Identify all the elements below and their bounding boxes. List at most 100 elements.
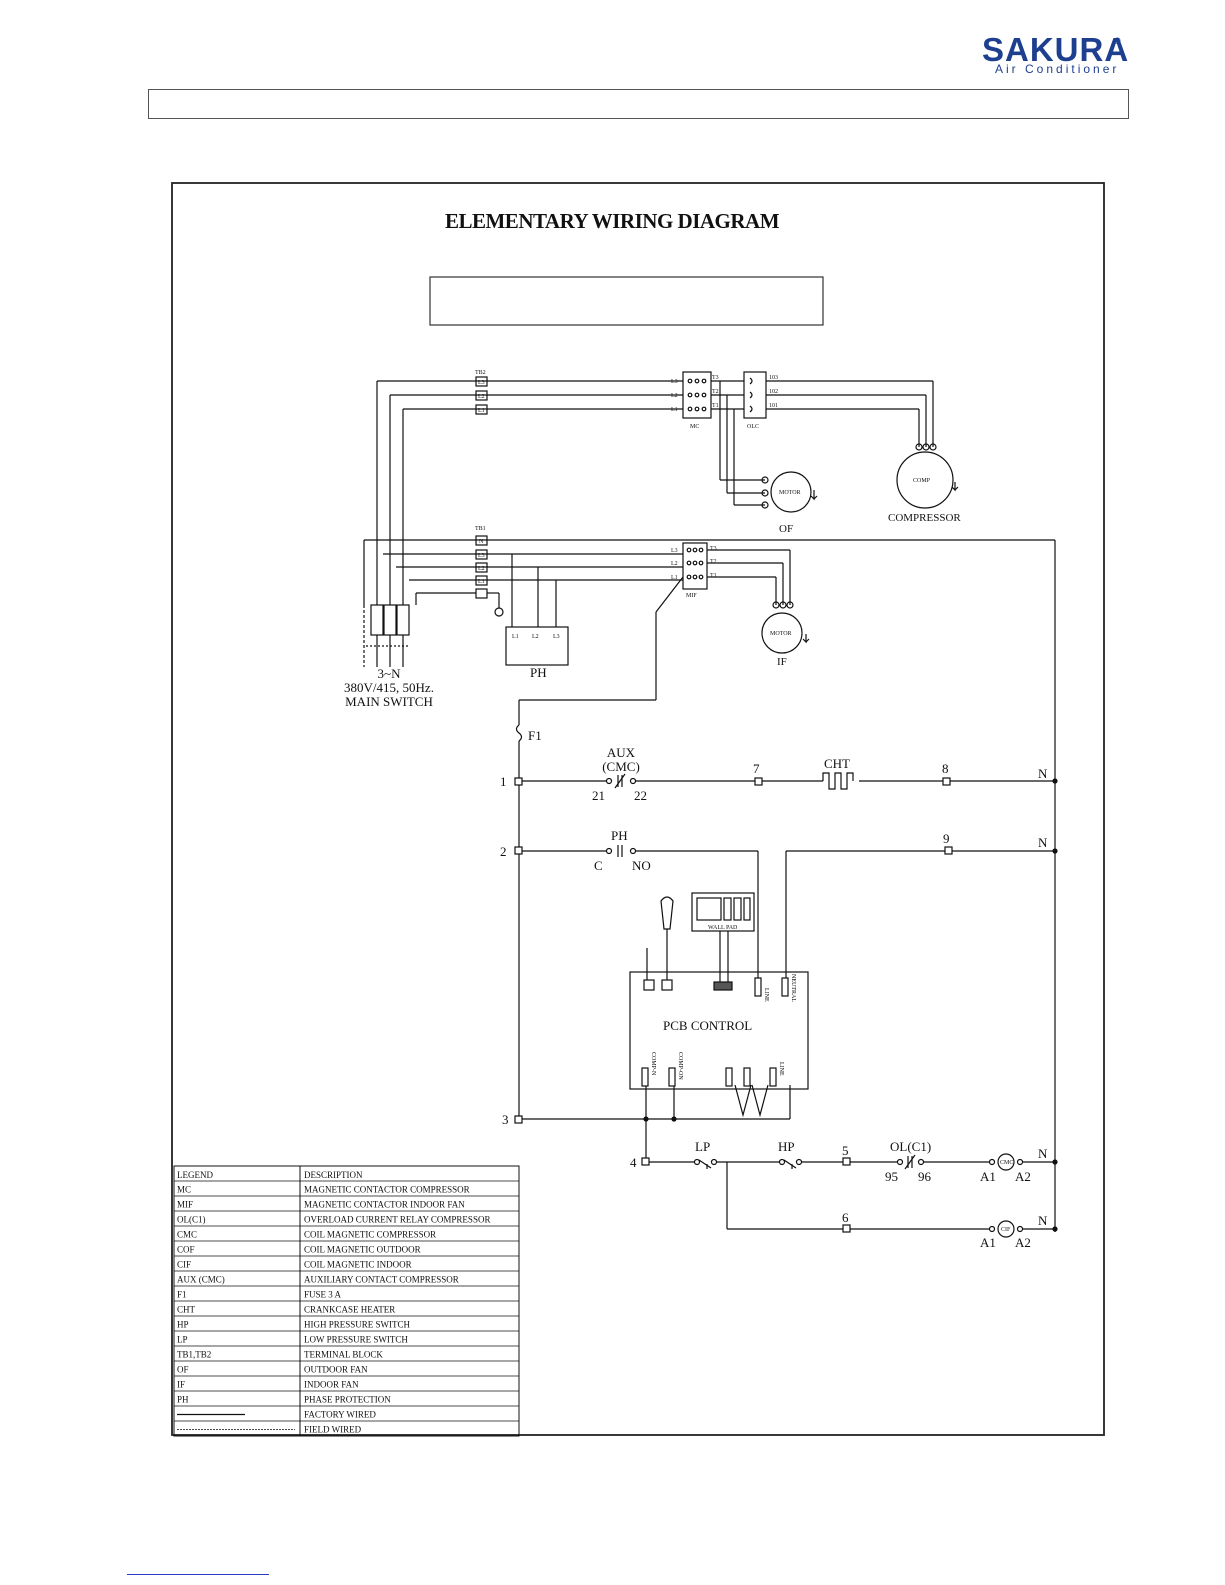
cif-coil (997, 1220, 1015, 1238)
mc-t1-label: T1 (712, 403, 719, 409)
tb1-l1-label: L1 (478, 579, 485, 585)
main-switch-pole-1 (370, 604, 384, 636)
mif-label: MIF (686, 593, 697, 599)
mif-t3-label: T3 (710, 546, 717, 552)
cmc-coil-label: CMC (1000, 1160, 1013, 1166)
legend-description: INDOOR FAN (304, 1380, 359, 1390)
compressor-symbol (896, 451, 954, 509)
ol-c1-label: OL(C1) (890, 1139, 931, 1154)
mc-t2-label: T2 (712, 389, 719, 395)
n-label-rung-1: N (1038, 766, 1048, 781)
tb1-label: TB1 (475, 526, 486, 532)
legend-description: MAGNETIC CONTACTOR INDOOR FAN (304, 1200, 465, 1210)
pcb-control-board (629, 971, 809, 1090)
mif-l2-label: L2 (671, 561, 678, 567)
legend-header-code: LEGEND (177, 1170, 213, 1180)
fuse-label: F1 (528, 728, 542, 743)
aux-label: AUX (607, 745, 636, 760)
ol-95-label: 95 (885, 1169, 898, 1184)
cif-a2-label: A2 (1015, 1235, 1031, 1250)
legend-code: LP (177, 1335, 188, 1345)
diagram-title: ELEMENTARY WIRING DIAGRAM (445, 209, 780, 233)
node-2-label: 2 (500, 844, 507, 859)
ph-l3-label: L3 (553, 634, 560, 640)
legend-description: CRANKCASE HEATER (304, 1305, 395, 1315)
cif-a1-label: A1 (980, 1235, 996, 1250)
aux-21-label: 21 (592, 788, 605, 803)
legend-code: AUX (CMC) (177, 1275, 225, 1285)
mif-t1-label: T1 (710, 573, 717, 579)
ph-l1-label: L1 (512, 634, 519, 640)
footer-link-underline (127, 1574, 269, 1575)
mc-l3-label: L3 (671, 379, 678, 385)
wall-pad (691, 892, 755, 932)
logo-wordmark: SAKURA (982, 31, 1130, 68)
mif-contactor (682, 542, 708, 590)
main-switch-line-1: 3~N (378, 666, 402, 681)
legend-description: OUTDOOR FAN (304, 1365, 368, 1375)
pcb-control-label: PCB CONTROL (663, 1018, 752, 1033)
logo-registered-mark: ® (1114, 36, 1121, 46)
of-label: OF (779, 523, 793, 535)
tb2-l3-label: L3 (478, 380, 485, 386)
compressor-label: COMPRESSOR (888, 512, 961, 524)
olc-102-label: 102 (769, 389, 778, 395)
node-5-label: 5 (842, 1143, 849, 1158)
tb2-label: TB2 (475, 370, 486, 376)
legend-description: OVERLOAD CURRENT RELAY COMPRESSOR (304, 1215, 490, 1225)
legend-code: CIF (177, 1260, 191, 1270)
crankcase-heater (822, 772, 854, 790)
legend-code: TB1,TB2 (177, 1350, 211, 1360)
of-motor-label: MOTOR (779, 490, 801, 496)
tb1-l2-label: L2 (478, 566, 485, 572)
legend-description: COIL MAGNETIC INDOOR (304, 1260, 412, 1270)
ol-96-label: 96 (918, 1169, 932, 1184)
node-1-label: 1 (500, 774, 507, 789)
mc-l2-label: L2 (671, 393, 678, 399)
mif-t2-label: T2 (710, 559, 717, 565)
ph-c-label: C (594, 858, 603, 873)
sakura-logo: SAKURA ® Air Conditioner (982, 31, 1130, 80)
node-8-label: 8 (942, 761, 949, 776)
diagram-frame (171, 182, 1105, 1436)
model-box (429, 276, 824, 326)
legend-header-description: DESCRIPTION (304, 1170, 363, 1180)
ph-contact-label: PH (611, 828, 628, 843)
legend-code: OL(C1) (177, 1215, 206, 1225)
comp-symbol-label: COMP (913, 478, 931, 484)
tb1-l3-label: L3 (478, 553, 485, 559)
lp-label: LP (695, 1139, 710, 1154)
olc-overload (743, 371, 767, 419)
olc-103-label: 103 (769, 375, 778, 381)
legend-description: AUXILIARY CONTACT COMPRESSOR (304, 1275, 459, 1285)
main-switch-line-2: 380V/415, 50Hz. (344, 680, 434, 695)
main-switch-pole-2 (383, 604, 397, 636)
legend-description: PHASE PROTECTION (304, 1395, 391, 1405)
legend-code: OF (177, 1365, 189, 1375)
legend-grid (174, 1180, 519, 1422)
legend-code: CMC (177, 1230, 197, 1240)
aux-cmc-label: (CMC) (602, 759, 640, 774)
legend-code: CHT (177, 1305, 196, 1315)
tb2-l2-label: L2 (478, 394, 485, 400)
legend-description: FUSE 3 A (304, 1290, 342, 1300)
if-label: IF (777, 656, 787, 668)
aux-22-label: 22 (634, 788, 647, 803)
ph-box-label: PH (530, 665, 547, 680)
cmc-a1-label: A1 (980, 1169, 996, 1184)
legend-code: F1 (177, 1290, 187, 1300)
olc-101-label: 101 (769, 403, 778, 409)
n-label-rung-4: N (1038, 1146, 1048, 1161)
cmc-a2-label: A2 (1015, 1169, 1031, 1184)
tb1-terminal-earth (475, 588, 488, 599)
mif-l1-label: L1 (671, 575, 678, 581)
n-label-rung-2: N (1038, 835, 1048, 850)
node-3-label: 3 (502, 1112, 509, 1127)
main-switch-line-3: MAIN SWITCH (345, 694, 433, 709)
n-label-rung-6: N (1038, 1213, 1048, 1228)
legend-description: LOW PRESSURE SWITCH (304, 1335, 408, 1345)
node-7-label: 7 (753, 761, 760, 776)
mc-label: MC (690, 424, 699, 430)
